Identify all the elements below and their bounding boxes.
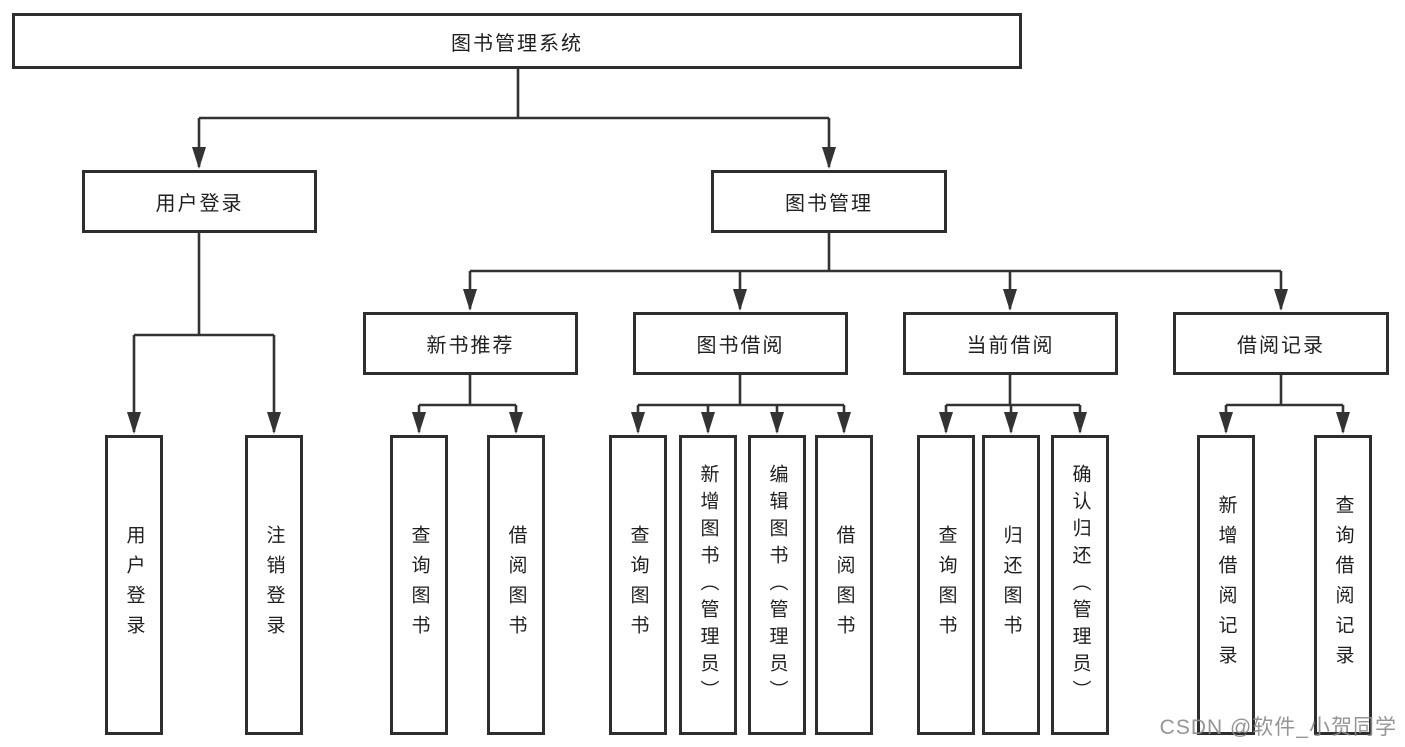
leaf-newrec-query-book: 查询图书	[390, 435, 448, 735]
leaf-newrec-borrow-book: 借阅图书	[487, 435, 545, 735]
node-label: 新增借阅记录	[1215, 495, 1237, 675]
leaf-logout: 注销登录	[245, 435, 303, 735]
node-label: 图书管理系统	[451, 32, 583, 55]
node-label: 查询图书	[627, 525, 649, 645]
leaf-borrow-edit-book-admin: 编辑图书（管理员）	[748, 435, 806, 735]
node-label: 查询图书	[935, 525, 957, 645]
node-borrow-records: 借阅记录	[1173, 312, 1389, 375]
leaf-current-query-book: 查询图书	[917, 435, 975, 735]
node-current-borrow: 当前借阅	[903, 312, 1118, 375]
node-label: 借阅图书	[505, 525, 527, 645]
node-label: 确认归还（管理员）	[1069, 463, 1091, 707]
node-label: 归还图书	[1000, 525, 1022, 645]
node-label: 用户登录	[123, 525, 145, 645]
csdn-watermark: CSDN @软件_小贺同学	[1159, 716, 1397, 739]
node-book-management: 图书管理	[711, 170, 947, 233]
node-label: 图书管理	[785, 193, 873, 215]
node-label: 新增图书（管理员）	[697, 463, 719, 707]
leaf-current-confirm-return-admin: 确认归还（管理员）	[1051, 435, 1109, 735]
leaf-borrow-query-book: 查询图书	[609, 435, 667, 735]
node-new-book-recommend: 新书推荐	[363, 312, 578, 375]
node-book-borrow: 图书借阅	[633, 312, 848, 375]
leaf-borrow-borrow-book: 借阅图书	[815, 435, 873, 735]
node-label: 编辑图书（管理员）	[766, 463, 788, 707]
leaf-user-login: 用户登录	[105, 435, 163, 735]
node-library-system: 图书管理系统	[12, 13, 1022, 69]
node-label: 借阅记录	[1237, 335, 1325, 357]
node-label: 图书借阅	[696, 335, 785, 357]
leaf-borrow-add-book-admin: 新增图书（管理员）	[679, 435, 737, 735]
leaf-record-add-record: 新增借阅记录	[1197, 435, 1255, 735]
node-label: 新书推荐	[426, 335, 515, 357]
node-label: 借阅图书	[833, 525, 855, 645]
node-label: 查询借阅记录	[1332, 495, 1354, 675]
leaf-record-query-record: 查询借阅记录	[1314, 435, 1372, 735]
node-label: 用户登录	[155, 193, 244, 215]
node-label: 注销登录	[263, 525, 285, 645]
node-label: 查询图书	[408, 525, 430, 645]
node-user-login: 用户登录	[82, 170, 317, 233]
connector-trunks	[134, 69, 1343, 407]
node-label: 当前借阅	[966, 335, 1055, 357]
leaf-current-return-book: 归还图书	[982, 435, 1040, 735]
